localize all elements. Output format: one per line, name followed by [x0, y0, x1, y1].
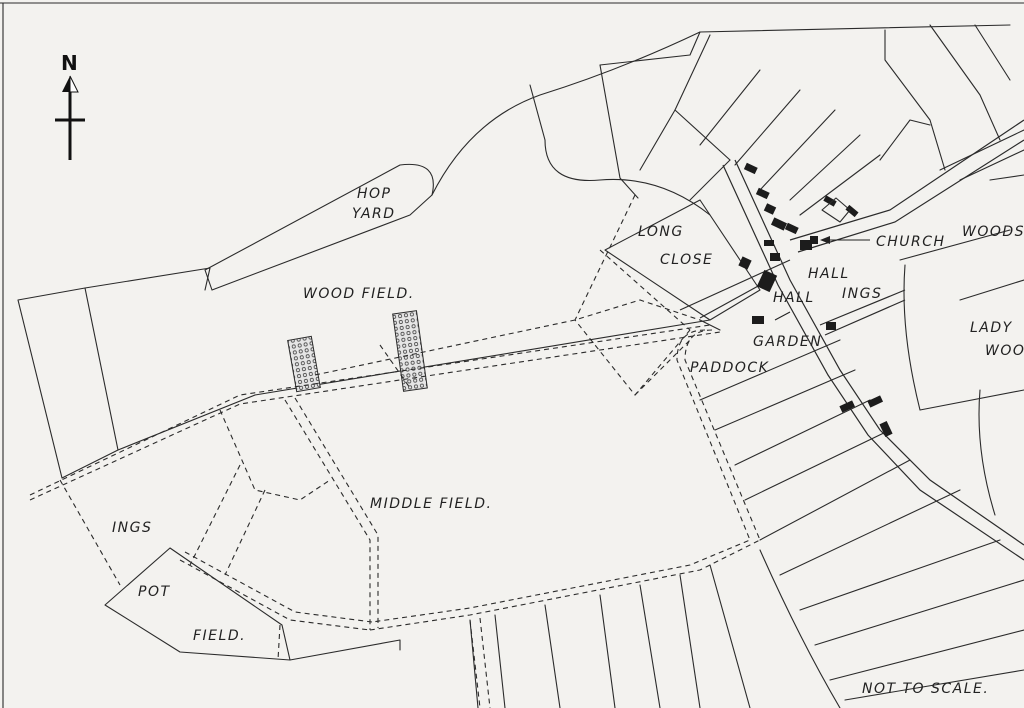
- north-label: N: [61, 51, 78, 75]
- label-close: CLOSE: [660, 252, 713, 268]
- label-hall-ings-ings: INGS: [842, 286, 882, 302]
- label-lady-wood: WOOD: [985, 343, 1024, 359]
- label-garden: GARDEN: [753, 334, 822, 350]
- label-long: LONG: [638, 224, 684, 240]
- label-woods: WOODS: [962, 224, 1024, 240]
- woodland-strip-west: [287, 335, 321, 393]
- dashed-boundaries: [29, 194, 761, 708]
- label-pot: POT: [138, 584, 171, 600]
- field-boundaries: [17, 24, 1024, 708]
- village-buildings: [738, 162, 893, 438]
- label-paddock: PADDOCK: [690, 360, 770, 376]
- church-pointer-arrow-icon: [820, 236, 870, 244]
- scale-note: NOT TO SCALE.: [862, 681, 989, 697]
- label-middle-field: MIDDLE FIELD.: [370, 496, 492, 512]
- label-hall: HALL: [773, 290, 815, 306]
- label-yard: YARD: [352, 206, 396, 222]
- hall-pointer-line: [774, 311, 791, 321]
- label-hall-ings-hall: HALL: [808, 266, 850, 282]
- label-wood-field: WOOD FIELD.: [303, 286, 415, 302]
- label-church: CHURCH: [876, 234, 946, 250]
- label-field: FIELD.: [193, 628, 246, 644]
- label-ings: INGS: [112, 520, 152, 536]
- label-hop: HOP: [357, 186, 392, 202]
- village-road: [679, 119, 1024, 561]
- label-lady: LADY: [970, 320, 1013, 336]
- north-arrow-icon: [55, 75, 85, 160]
- woodland-strip-east: [392, 310, 428, 392]
